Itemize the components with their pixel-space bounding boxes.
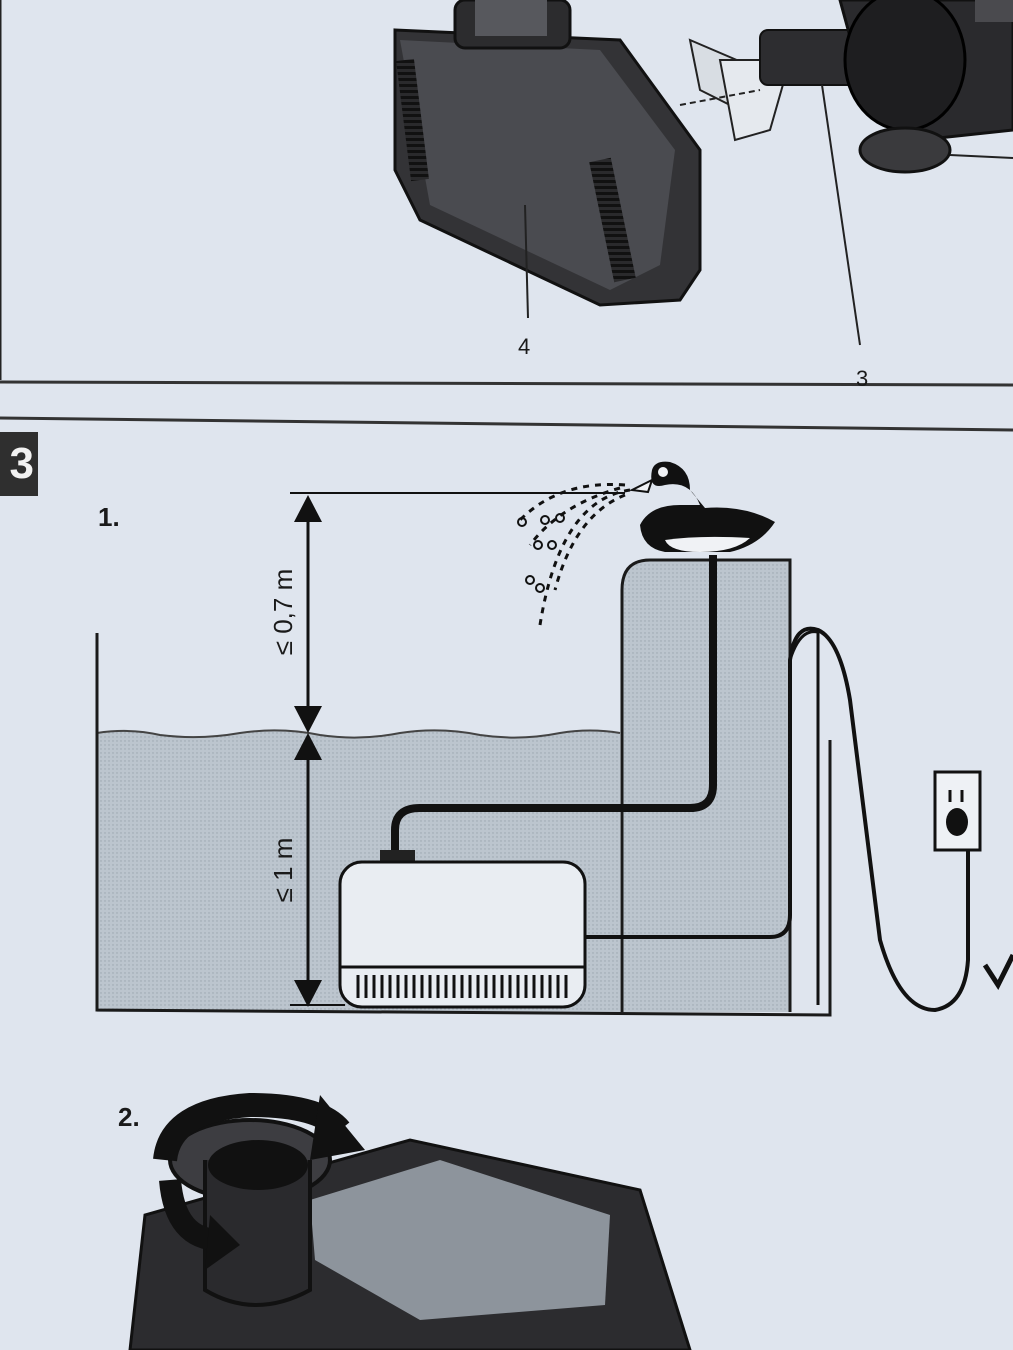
pump-body-part-4	[393, 0, 702, 307]
duck-figure	[628, 461, 775, 552]
impeller-part-3	[679, 0, 1013, 174]
step-2-illustration	[128, 1092, 692, 1350]
pump-top-panel	[310, 1160, 610, 1320]
max-lift-dimension: ≤ 0,7 m	[268, 568, 298, 656]
step-1-label: 1.	[98, 502, 120, 532]
cable-edge	[788, 630, 820, 1005]
power-cable	[585, 626, 970, 1013]
basin-outline	[95, 633, 832, 1017]
step-2-label: 2.	[118, 1102, 140, 1132]
water-surface	[96, 729, 621, 739]
submersible-pump	[338, 860, 587, 1009]
step-1-diagram	[95, 461, 1013, 1017]
dimension-lines	[290, 492, 625, 1007]
outlet-cylinder	[203, 1160, 312, 1307]
callout-label-4: 4	[518, 334, 531, 359]
section-badge: 3	[0, 432, 38, 496]
section-separator-top	[0, 380, 1013, 387]
callout-label-3: 3	[856, 366, 869, 391]
water-spray	[518, 482, 631, 626]
top-pump-illustration	[0, 0, 1013, 380]
rotate-arrow-head-top	[310, 1095, 365, 1160]
callout-line-3	[821, 84, 861, 346]
check-mark	[982, 953, 1013, 991]
outlet-hose	[391, 555, 717, 855]
duck-pedestal	[620, 558, 792, 1012]
max-depth-dimension: ≤ 1 m	[268, 837, 298, 903]
wall-socket-icon	[933, 770, 982, 852]
water-droplets	[517, 513, 565, 593]
callout-line-4	[524, 204, 529, 319]
rotate-arrow-head-bottom	[205, 1215, 240, 1270]
section-separator-bottom	[0, 416, 1013, 432]
